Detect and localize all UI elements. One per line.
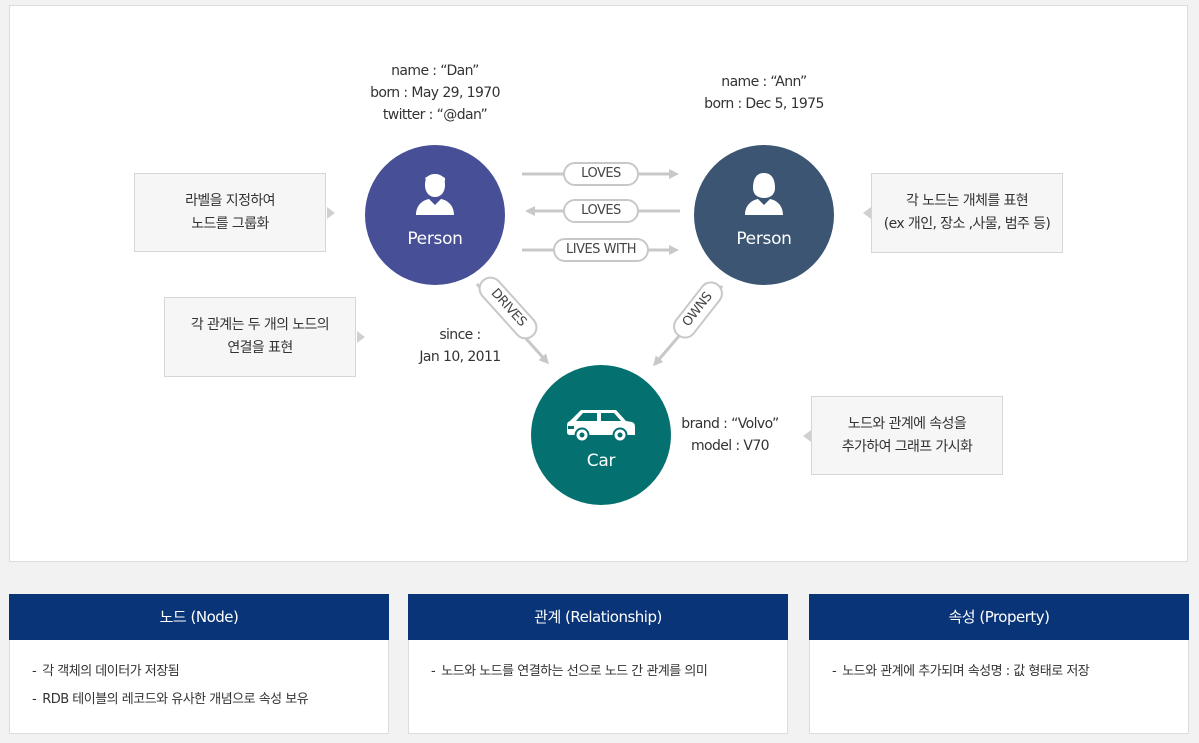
card-node-list: -각 객체의 데이터가 저장됨 -RDB 테이블의 레코드와 유사한 개념으로 …: [10, 640, 388, 714]
callout-label-line-1: 라벨을 지정하여: [185, 192, 275, 209]
card-property-title: 속성 (Property): [809, 594, 1189, 640]
loves-label-2: LOVES: [563, 199, 639, 223]
car-node: Car: [531, 365, 671, 505]
list-item: -노드와 노드를 연결하는 선으로 노드 간 관계를 의미: [431, 664, 708, 679]
person-icon: [416, 174, 454, 215]
callout-relationship: 각 관계는 두 개의 노드의 연결을 표현: [164, 297, 356, 377]
callout-property-line-2: 추가하여 그래프 가시화: [841, 438, 973, 455]
callout-pointer-icon: [357, 331, 365, 343]
drives-since-value: Jan 10, 2011: [419, 349, 501, 365]
callout-pointer-icon: [863, 207, 871, 219]
card-relationship-title: 관계 (Relationship): [408, 594, 788, 640]
dan-twitter: twitter : “@dan”: [382, 107, 488, 123]
car-icon: [567, 410, 635, 443]
person-node-ann: Person: [694, 145, 834, 285]
drives-since-key: since :: [439, 327, 481, 343]
person-label-dan: Person: [407, 229, 463, 249]
lives-with-label: LIVES WITH: [553, 238, 649, 262]
person-label-ann: Person: [736, 229, 792, 249]
drives-properties: since : Jan 10, 2011: [410, 324, 510, 368]
card-property-list: -노드와 관계에 추가되며 속성명 : 값 형태로 저장: [810, 640, 1188, 686]
loves-label-1: LOVES: [563, 162, 639, 186]
card-relationship: 관계 (Relationship) -노드와 노드를 연결하는 선으로 노드 간…: [408, 594, 788, 734]
dan-properties: name : “Dan” born : May 29, 1970 twitter…: [335, 60, 535, 126]
list-item: -노드와 관계에 추가되며 속성명 : 값 형태로 저장: [832, 664, 1090, 679]
card-property: 속성 (Property) -노드와 관계에 추가되며 속성명 : 값 형태로 …: [809, 594, 1189, 734]
callout-node: 각 노드는 개체를 표현 (ex 개인, 장소 ,사물, 범주 등): [871, 173, 1063, 253]
callout-pointer-icon: [803, 430, 811, 442]
callout-relationship-line-2: 연결을 표현: [227, 340, 293, 356]
card-node: 노드 (Node) -각 객체의 데이터가 저장됨 -RDB 테이블의 레코드와…: [9, 594, 389, 734]
ann-born: born : Dec 5, 1975: [704, 96, 824, 112]
callout-property-line-1: 노드와 관계에 속성을: [847, 415, 967, 432]
callout-node-line-1: 각 노드는 개체를 표현: [905, 193, 1029, 209]
person-icon: [745, 173, 783, 215]
callout-label: 라벨을 지정하여 노드를 그룹화: [134, 173, 326, 252]
ann-name: name : “Ann”: [721, 74, 807, 90]
dan-born: born : May 29, 1970: [370, 85, 500, 101]
callout-node-line-2: (ex 개인, 장소 ,사물, 범주 등): [883, 216, 1051, 232]
list-item: -RDB 테이블의 레코드와 유사한 개념으로 속성 보유: [32, 692, 309, 707]
car-label: Car: [586, 451, 616, 471]
card-node-title: 노드 (Node): [9, 594, 389, 640]
car-properties: brand : “Volvo” model : V70: [670, 413, 790, 457]
car-model: model : V70: [690, 438, 770, 454]
person-node-dan: Person: [365, 145, 505, 285]
card-relationship-list: -노드와 노드를 연결하는 선으로 노드 간 관계를 의미: [409, 640, 787, 686]
callout-pointer-icon: [327, 207, 335, 219]
dan-name: name : “Dan”: [391, 63, 479, 79]
ann-properties: name : “Ann” born : Dec 5, 1975: [664, 71, 864, 115]
callout-relationship-line-1: 각 관계는 두 개의 노드의: [190, 317, 330, 333]
list-item: -각 객체의 데이터가 저장됨: [32, 664, 180, 679]
callout-property: 노드와 관계에 속성을 추가하여 그래프 가시화: [811, 396, 1003, 475]
car-brand: brand : “Volvo”: [681, 416, 779, 432]
callout-label-line-2: 노드를 그룹화: [191, 215, 269, 232]
